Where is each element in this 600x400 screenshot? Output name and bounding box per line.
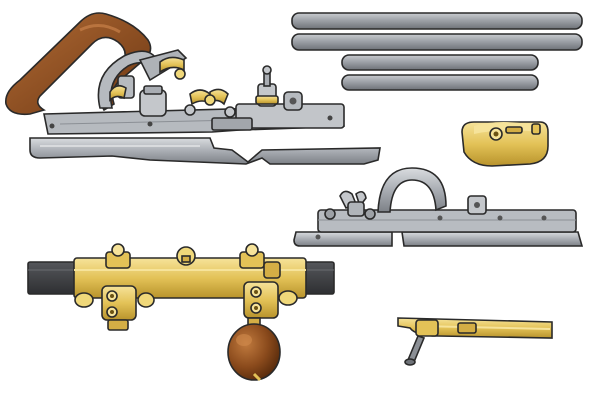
steel-rod bbox=[291, 12, 583, 30]
plane-skate bbox=[29, 137, 381, 165]
sliding-section bbox=[293, 167, 584, 247]
plane-wooden-tote bbox=[4, 12, 152, 116]
brass-bar-with-pin bbox=[397, 317, 553, 366]
fence-assembly bbox=[27, 243, 335, 382]
steel-rods bbox=[291, 12, 583, 91]
steel-rod bbox=[341, 74, 539, 91]
wooden-knob bbox=[227, 323, 281, 381]
steel-rod bbox=[291, 33, 583, 51]
steel-rod bbox=[341, 54, 539, 71]
brass-depth-stop bbox=[461, 121, 549, 167]
combination-plane-body bbox=[4, 12, 381, 165]
